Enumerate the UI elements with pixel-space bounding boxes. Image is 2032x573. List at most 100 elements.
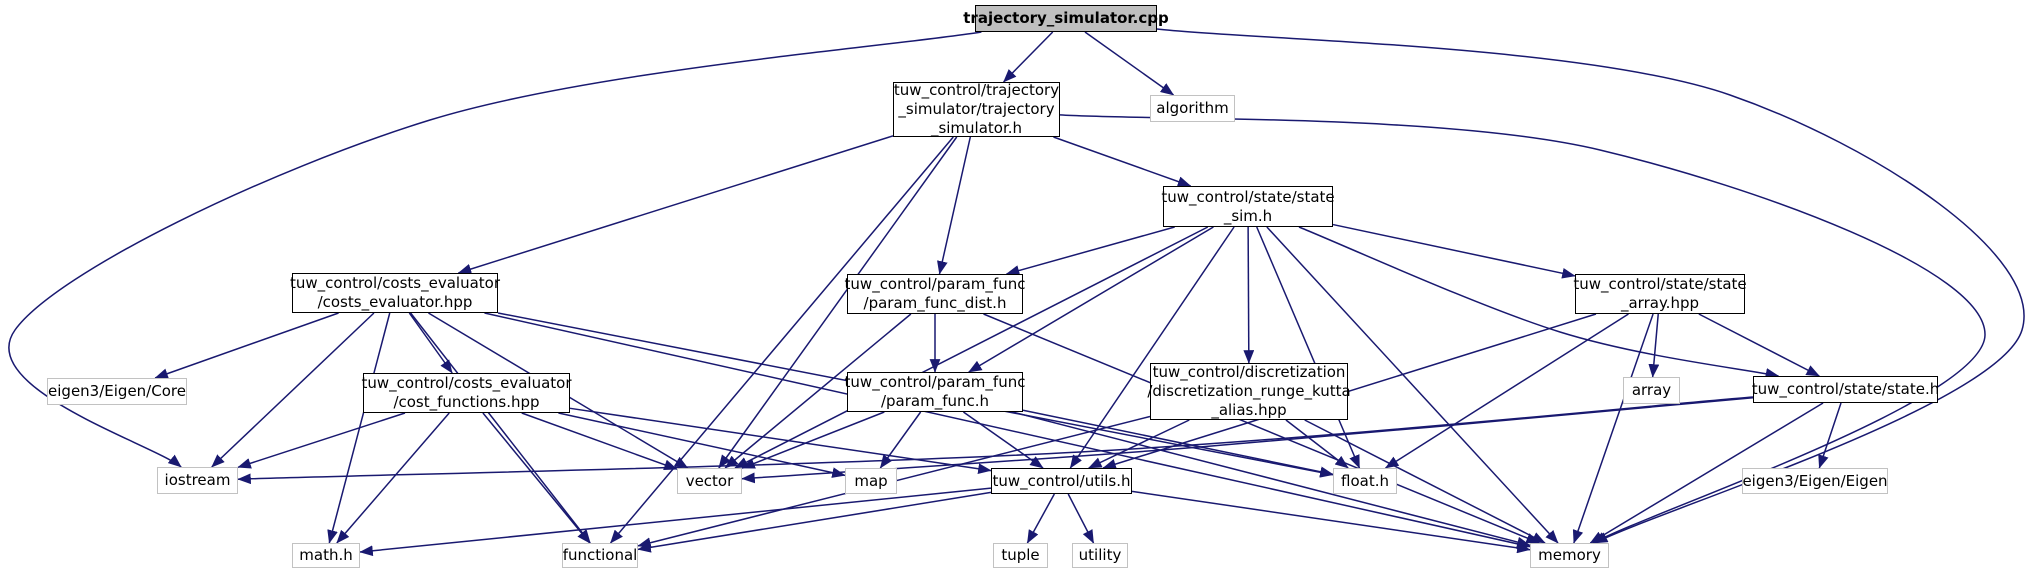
- edge-utils-memory: [1131, 490, 1531, 554]
- node-costs_eval[interactable]: tuw_control/costs_evaluator/costs_evalua…: [289, 273, 501, 313]
- edge-costs_eval-cost_fn: [408, 312, 453, 374]
- edge-param_func-map: [879, 411, 922, 469]
- edge-state_sim-pf_dist: [1005, 226, 1175, 276]
- node-trajsim_h[interactable]: tuw_control/trajectory_simulator/traject…: [893, 81, 1060, 137]
- node-utils[interactable]: tuw_control/utils.h: [991, 468, 1132, 494]
- node-memory: memory: [1530, 543, 1609, 568]
- edge-pf_dist-vector: [724, 313, 912, 469]
- node-state_h[interactable]: tuw_control/state/state.h: [1751, 376, 1940, 403]
- node-float_h: float.h: [1333, 468, 1397, 494]
- edge-cost_fn-math_h: [336, 412, 450, 544]
- edge-cost_fn-utils: [569, 407, 992, 475]
- edge-state_sim-state_h: [1298, 226, 1780, 379]
- node-label: trajectory_simulator.cpp: [963, 9, 1169, 27]
- node-label: tuw_control/state/state.h: [1751, 380, 1940, 398]
- node-math_h: math.h: [292, 543, 360, 568]
- node-label: _simulator/trajectory: [898, 100, 1055, 118]
- node-state_array[interactable]: tuw_control/state/state_array.hpp: [1573, 274, 1747, 314]
- edge-utils-functional: [637, 491, 992, 553]
- edge-costs_eval-iostream: [211, 312, 375, 468]
- node-state_sim[interactable]: tuw_control/state/state_sim.h: [1161, 186, 1335, 227]
- edge-state_array-utils: [1102, 313, 1597, 470]
- node-label: math.h: [299, 546, 353, 564]
- edge-utils-utility: [1067, 493, 1095, 544]
- edge-state_sim-utils: [1069, 226, 1235, 469]
- edge-utils-tuple: [1026, 493, 1056, 544]
- edge-costs_eval-memory: [484, 312, 1531, 550]
- edge-trajsim_h-functional: [609, 136, 954, 544]
- edge-trajsim_h-state_sim: [1053, 136, 1192, 187]
- node-map: map: [845, 468, 897, 494]
- node-label: /param_func.h: [880, 392, 990, 410]
- node-vector: vector: [677, 468, 742, 494]
- node-label: tuw_control/costs_evaluator: [289, 274, 501, 292]
- node-label: float.h: [1341, 471, 1389, 490]
- node-label: tuple: [1001, 546, 1040, 564]
- edge-state_sim-vector: [734, 226, 1209, 469]
- node-label: map: [854, 471, 888, 490]
- node-pf_dist[interactable]: tuw_control/param_func/param_func_dist.h: [844, 274, 1026, 314]
- node-label: utility: [1078, 546, 1122, 564]
- edge-state_array-float_h: [1384, 313, 1629, 469]
- edge-state_array-state_h: [1698, 313, 1820, 377]
- edge-cost_fn-functional: [482, 412, 591, 544]
- edge-state_sim-memory: [1266, 226, 1559, 544]
- node-label: tuw_control/state/state: [1161, 187, 1335, 206]
- edge-state_sim-discretization: [1243, 226, 1255, 364]
- edge-cpp-memory: [1156, 28, 2025, 544]
- node-label: tuw_control/utils.h: [992, 471, 1131, 490]
- node-param_func[interactable]: tuw_control/param_func/param_func.h: [844, 372, 1026, 412]
- edge-costs_eval-functional: [410, 312, 591, 544]
- edge-param_func-memory: [1012, 411, 1531, 548]
- edge-trajsim_h-memory: [1059, 114, 1986, 544]
- edge-utils-math_h: [359, 487, 992, 557]
- edge-state_array-memory: [1572, 313, 1654, 544]
- edge-cost_fn-iostream: [237, 412, 406, 469]
- edge-state_sim-state_array: [1332, 223, 1576, 279]
- node-label: tuw_control/costs_evaluator: [361, 374, 572, 392]
- edge-param_func-utils: [962, 411, 1044, 469]
- node-label: _alias.hpp: [1211, 401, 1287, 419]
- node-discretization[interactable]: tuw_control/discretization/discretizatio…: [1147, 363, 1351, 420]
- node-label: eigen3/Eigen/Core: [48, 382, 186, 400]
- node-label: algorithm: [1156, 99, 1229, 117]
- edge-pf_dist-memory: [983, 313, 1540, 544]
- node-label: _array.hpp: [1620, 294, 1699, 312]
- node-label: array: [1631, 381, 1672, 399]
- edge-state_sim-float_h: [1256, 226, 1361, 469]
- node-label: tuw_control/param_func: [844, 275, 1026, 293]
- node-label: tuw_control/param_func: [844, 373, 1026, 391]
- node-label: /costs_evaluator.hpp: [317, 293, 473, 311]
- node-algorithm: algorithm: [1150, 95, 1235, 122]
- node-array: array: [1623, 377, 1680, 404]
- edge-trajsim_h-vector: [718, 136, 958, 469]
- edge-param_func-vector: [741, 411, 885, 469]
- edge-cost_fn-vector: [521, 412, 678, 470]
- node-label: vector: [685, 471, 734, 490]
- edge-discretization-memory: [1304, 419, 1546, 544]
- node-functional: functional: [562, 543, 638, 568]
- node-label: _sim.h: [1223, 206, 1273, 225]
- edge-trajsim_h-costs_eval: [457, 135, 894, 275]
- node-label: /discretization_runge_kutta: [1147, 382, 1351, 400]
- node-label: /cost_functions.hpp: [393, 393, 540, 411]
- node-label: tuw_control/discretization: [1152, 363, 1346, 381]
- edge-discretization-float_h: [1285, 419, 1349, 469]
- node-label: /param_func_dist.h: [863, 294, 1007, 312]
- node-tuple: tuple: [993, 543, 1048, 568]
- edge-param_func-float_h: [1022, 409, 1334, 478]
- node-label: eigen3/Eigen/Eigen: [1742, 471, 1888, 490]
- edge-trajsim_h-pf_dist: [937, 136, 972, 275]
- node-label: iostream: [164, 471, 231, 489]
- edge-state_h-memory: [1589, 402, 1824, 544]
- node-iostream: iostream: [157, 467, 238, 494]
- edge-state_array-array: [1648, 313, 1660, 378]
- node-utility: utility: [1072, 543, 1128, 568]
- edge-cost_fn-map: [558, 412, 846, 478]
- node-cost_fn[interactable]: tuw_control/costs_evaluator/cost_functio…: [361, 373, 572, 413]
- node-cpp: trajectory_simulator.cpp: [963, 5, 1169, 32]
- node-label: tuw_control/state/state: [1573, 275, 1747, 293]
- node-eigen_core: eigen3/Eigen/Core: [47, 378, 187, 405]
- node-label: _simulator.h: [930, 119, 1023, 137]
